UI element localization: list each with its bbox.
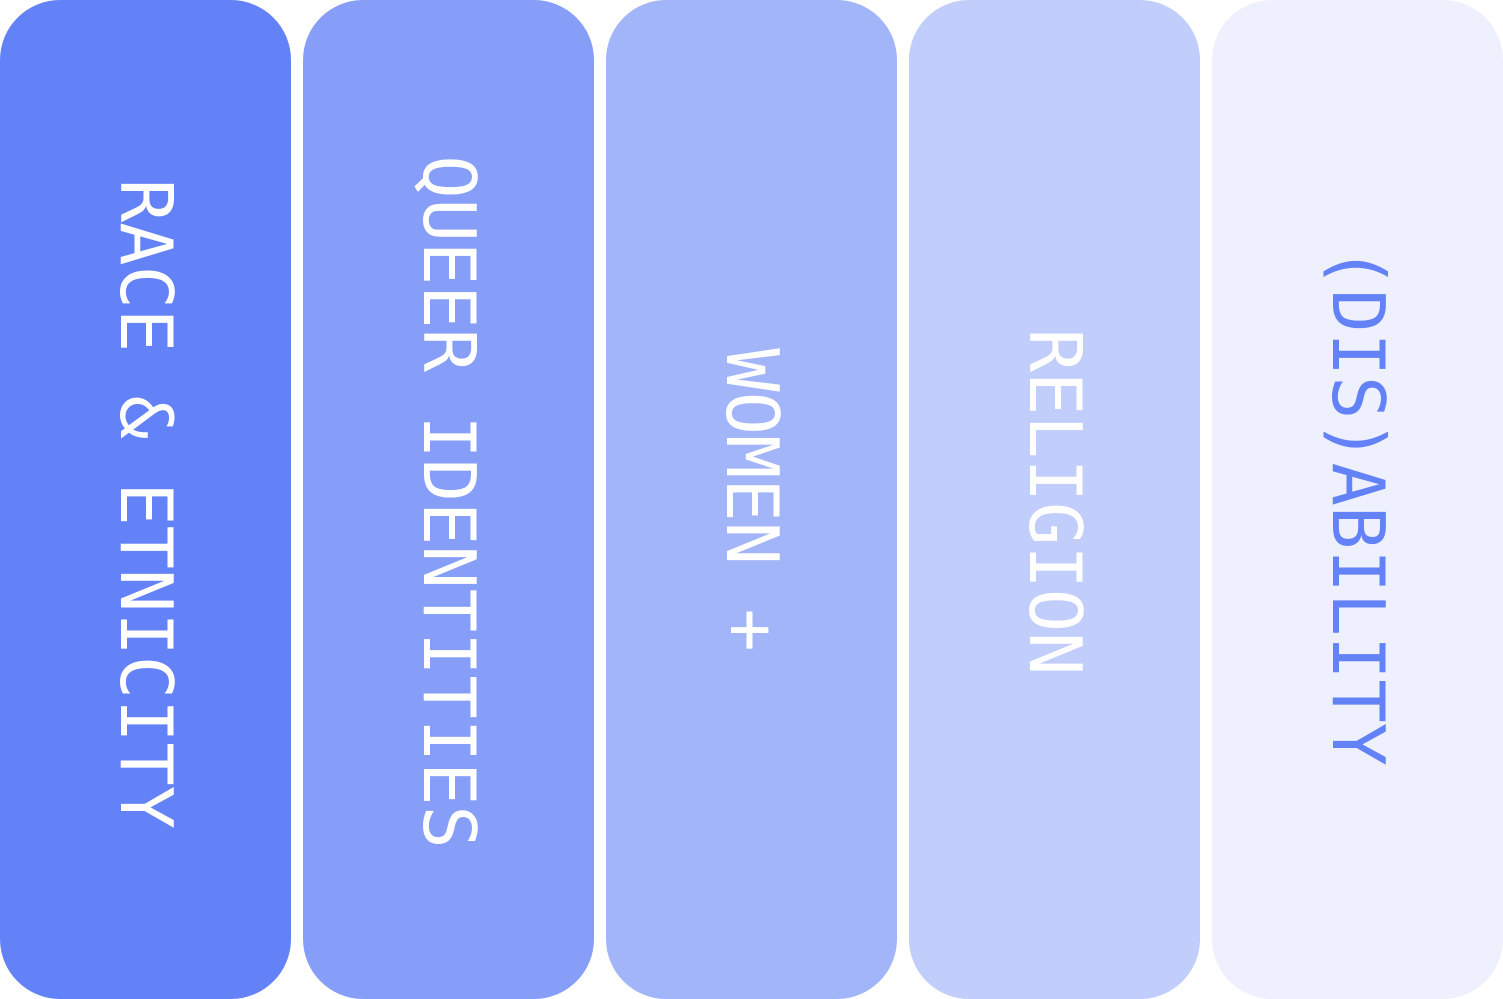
card-label-queer-identities: QUEER IDENTITIES <box>406 155 491 849</box>
card-label-women-plus: WOMEN + <box>709 348 794 652</box>
card-queer-identities: QUEER IDENTITIES <box>303 0 594 999</box>
card-label-race-ethnicity: RACE & ETNICITY <box>103 178 188 830</box>
card-race-ethnicity: RACE & ETNICITY <box>0 0 291 999</box>
card-women-plus: WOMEN + <box>606 0 897 999</box>
card-label-disability: (DIS)ABILITY <box>1315 245 1400 767</box>
card-religion: RELIGION <box>909 0 1200 999</box>
card-label-religion: RELIGION <box>1012 328 1097 676</box>
card-disability: (DIS)ABILITY <box>1212 0 1503 999</box>
